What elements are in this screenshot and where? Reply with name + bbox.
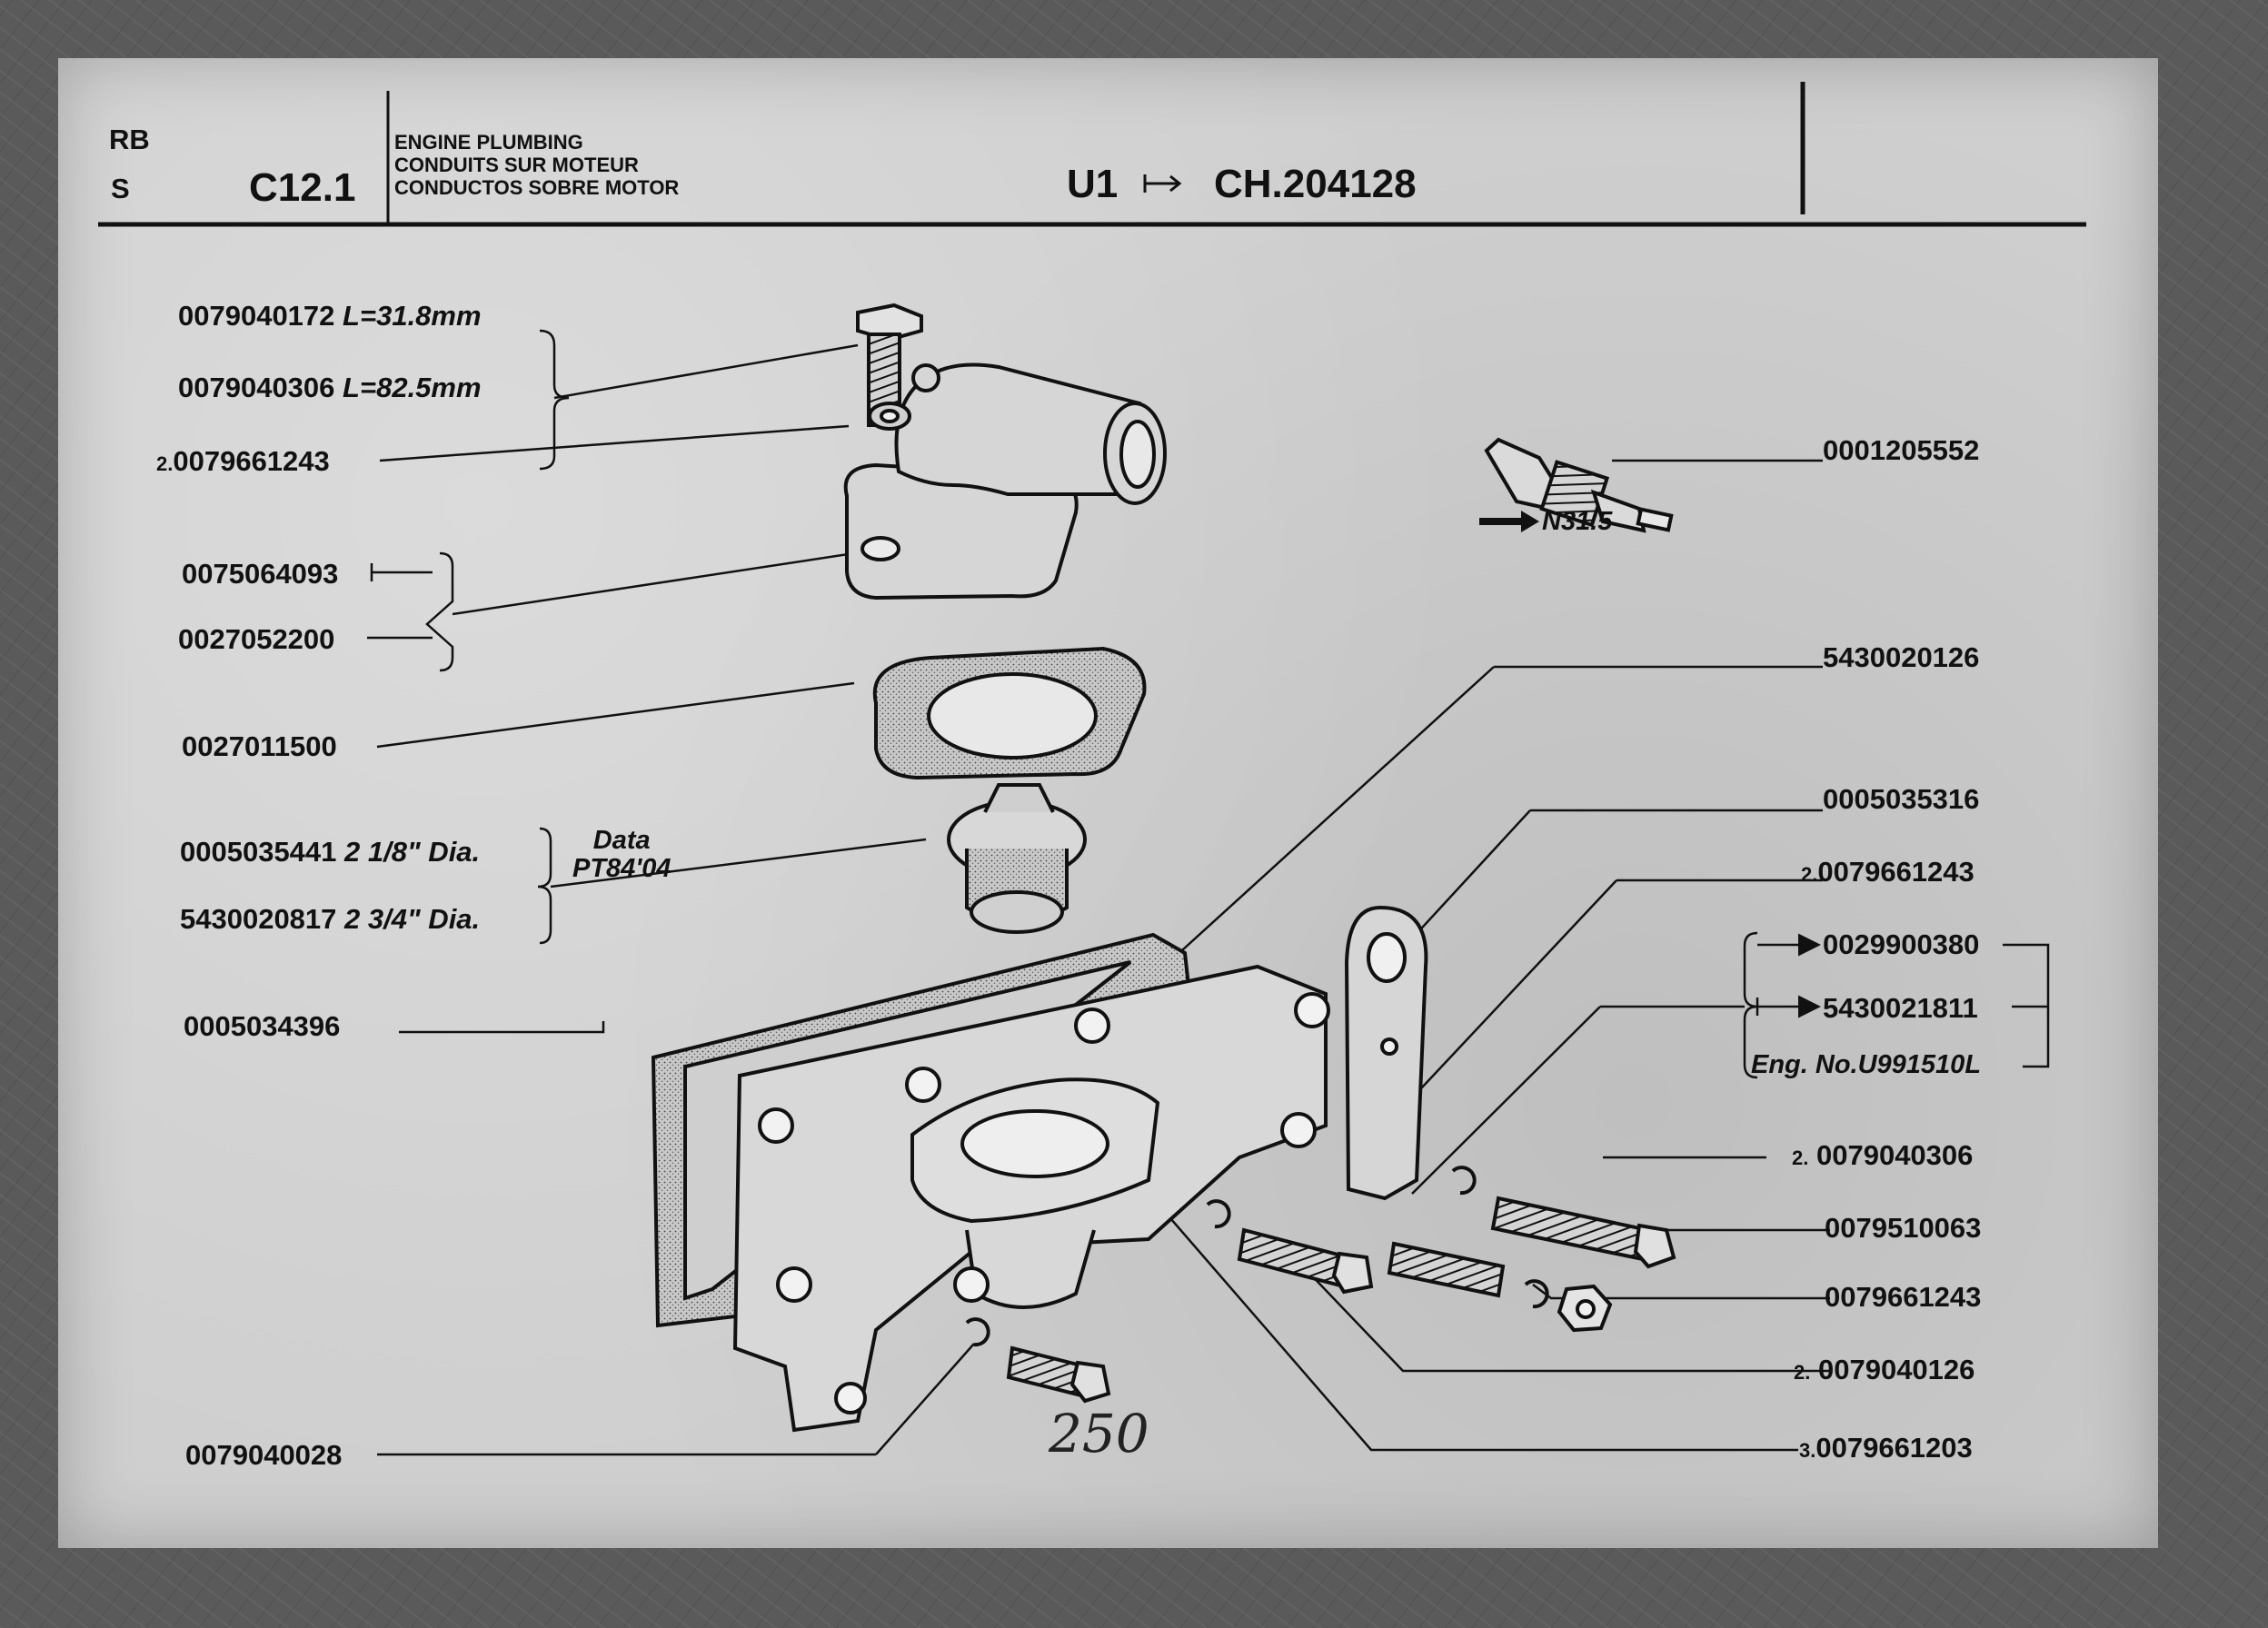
title-en: ENGINE PLUMBING xyxy=(394,131,583,154)
fasteners xyxy=(965,1166,1676,1404)
part-label: 0029900380 xyxy=(1823,928,1980,960)
handwritten-page-note: 250 xyxy=(1049,1403,1149,1464)
supersession-arrow xyxy=(1479,511,1539,532)
part-label: 0079040028 xyxy=(185,1439,343,1471)
part-label: 5430021811 xyxy=(1823,992,1978,1024)
part-code: 0005035441 xyxy=(180,836,337,868)
part-code: 0079040306 xyxy=(178,372,335,403)
data-note-line: Data xyxy=(592,826,651,855)
part-label: 0005035441 2 1/8" Dia. xyxy=(180,838,480,866)
part-label: 0079040306 L=82.5mm xyxy=(178,373,482,402)
water-manifold xyxy=(732,964,1330,1433)
part-label: 5430020817 2 3/4" Dia. xyxy=(180,905,480,933)
thermostat-housing xyxy=(843,362,1167,601)
part-qty: 2. xyxy=(1801,863,1818,886)
leader-lines xyxy=(367,329,2050,1456)
part-qty: 3. xyxy=(1799,1439,1816,1462)
housing-gasket xyxy=(872,646,1147,780)
part-label: 0027052200 xyxy=(178,623,335,655)
thermostat xyxy=(947,783,1087,934)
lifting-bracket xyxy=(1344,905,1428,1201)
parts-sheet: RB S C12.1 ENGINE PLUMBING CONDUITS SUR … xyxy=(58,58,2158,1548)
part-label: 2. 0079040126 xyxy=(1794,1355,1975,1384)
data-note-line: PT84'04 xyxy=(572,854,671,883)
part-label: 0005034396 xyxy=(184,1010,341,1042)
sheet-code-bottom: S xyxy=(111,173,130,204)
part-code: 0079040306 xyxy=(1815,1139,1974,1171)
part-qty: 2. xyxy=(1794,1361,1811,1384)
engine-number-note: Eng. No.U991510L xyxy=(1751,1050,1982,1079)
part-spec: 2 3/4" Dia. xyxy=(344,903,481,935)
part-label: 0075064093 xyxy=(182,558,339,590)
part-label: 3.0079661203 xyxy=(1799,1434,1973,1462)
connection-arrows xyxy=(1757,933,1821,1018)
applicability-from: U1 xyxy=(1067,162,1119,206)
section-title: ENGINE PLUMBING CONDUITS SUR MOTEUR COND… xyxy=(394,131,679,199)
part-label: 5430020126 xyxy=(1823,641,1980,673)
part-label: 0079040172 L=31.8mm xyxy=(178,302,482,330)
sheet-code-top: RB xyxy=(109,124,150,155)
connection-arrow-stops xyxy=(370,563,1759,1016)
header-rules xyxy=(98,82,2086,227)
part-label: 2.0079661243 xyxy=(156,447,330,475)
applicability-arrow xyxy=(1143,174,1182,193)
part-label: 0027011500 xyxy=(182,730,337,762)
part-spec: 2 1/8" Dia. xyxy=(344,836,481,868)
part-label: 2.0079661243 xyxy=(1801,858,1975,886)
part-code: 5430020817 xyxy=(180,903,337,935)
part-code: 0079661203 xyxy=(1815,1432,1973,1464)
part-code: 0079661243 xyxy=(1817,856,1975,888)
part-label: 0001205552 xyxy=(1823,434,1980,466)
housing-bolt xyxy=(856,303,923,431)
temperature-sender xyxy=(1484,437,1674,533)
title-fr: CONDUITS SUR MOTEUR xyxy=(394,154,639,176)
part-label: 0079661243 xyxy=(1825,1281,1982,1313)
part-spec: L=82.5mm xyxy=(343,372,482,403)
part-code: 0079040126 xyxy=(1817,1354,1975,1385)
part-qty: 2. xyxy=(1792,1147,1809,1169)
data-note: Data PT84'04 xyxy=(572,827,671,883)
supersession-note: N31.5 xyxy=(1542,507,1613,536)
part-label: 0005035316 xyxy=(1823,783,1980,815)
part-label: 0079510063 xyxy=(1825,1212,1982,1244)
part-code: 0079661243 xyxy=(173,445,330,477)
part-qty: 2. xyxy=(156,452,174,475)
title-es: CONDUCTOS SOBRE MOTOR xyxy=(394,176,680,199)
part-label: 2. 0079040306 xyxy=(1792,1141,1973,1169)
applicability-to: CH.204128 xyxy=(1214,162,1417,206)
section-number: C12.1 xyxy=(249,165,356,210)
part-code: 0079040172 xyxy=(178,300,335,332)
part-spec: L=31.8mm xyxy=(343,300,482,332)
exploded-parts-drawing xyxy=(98,82,2086,1456)
